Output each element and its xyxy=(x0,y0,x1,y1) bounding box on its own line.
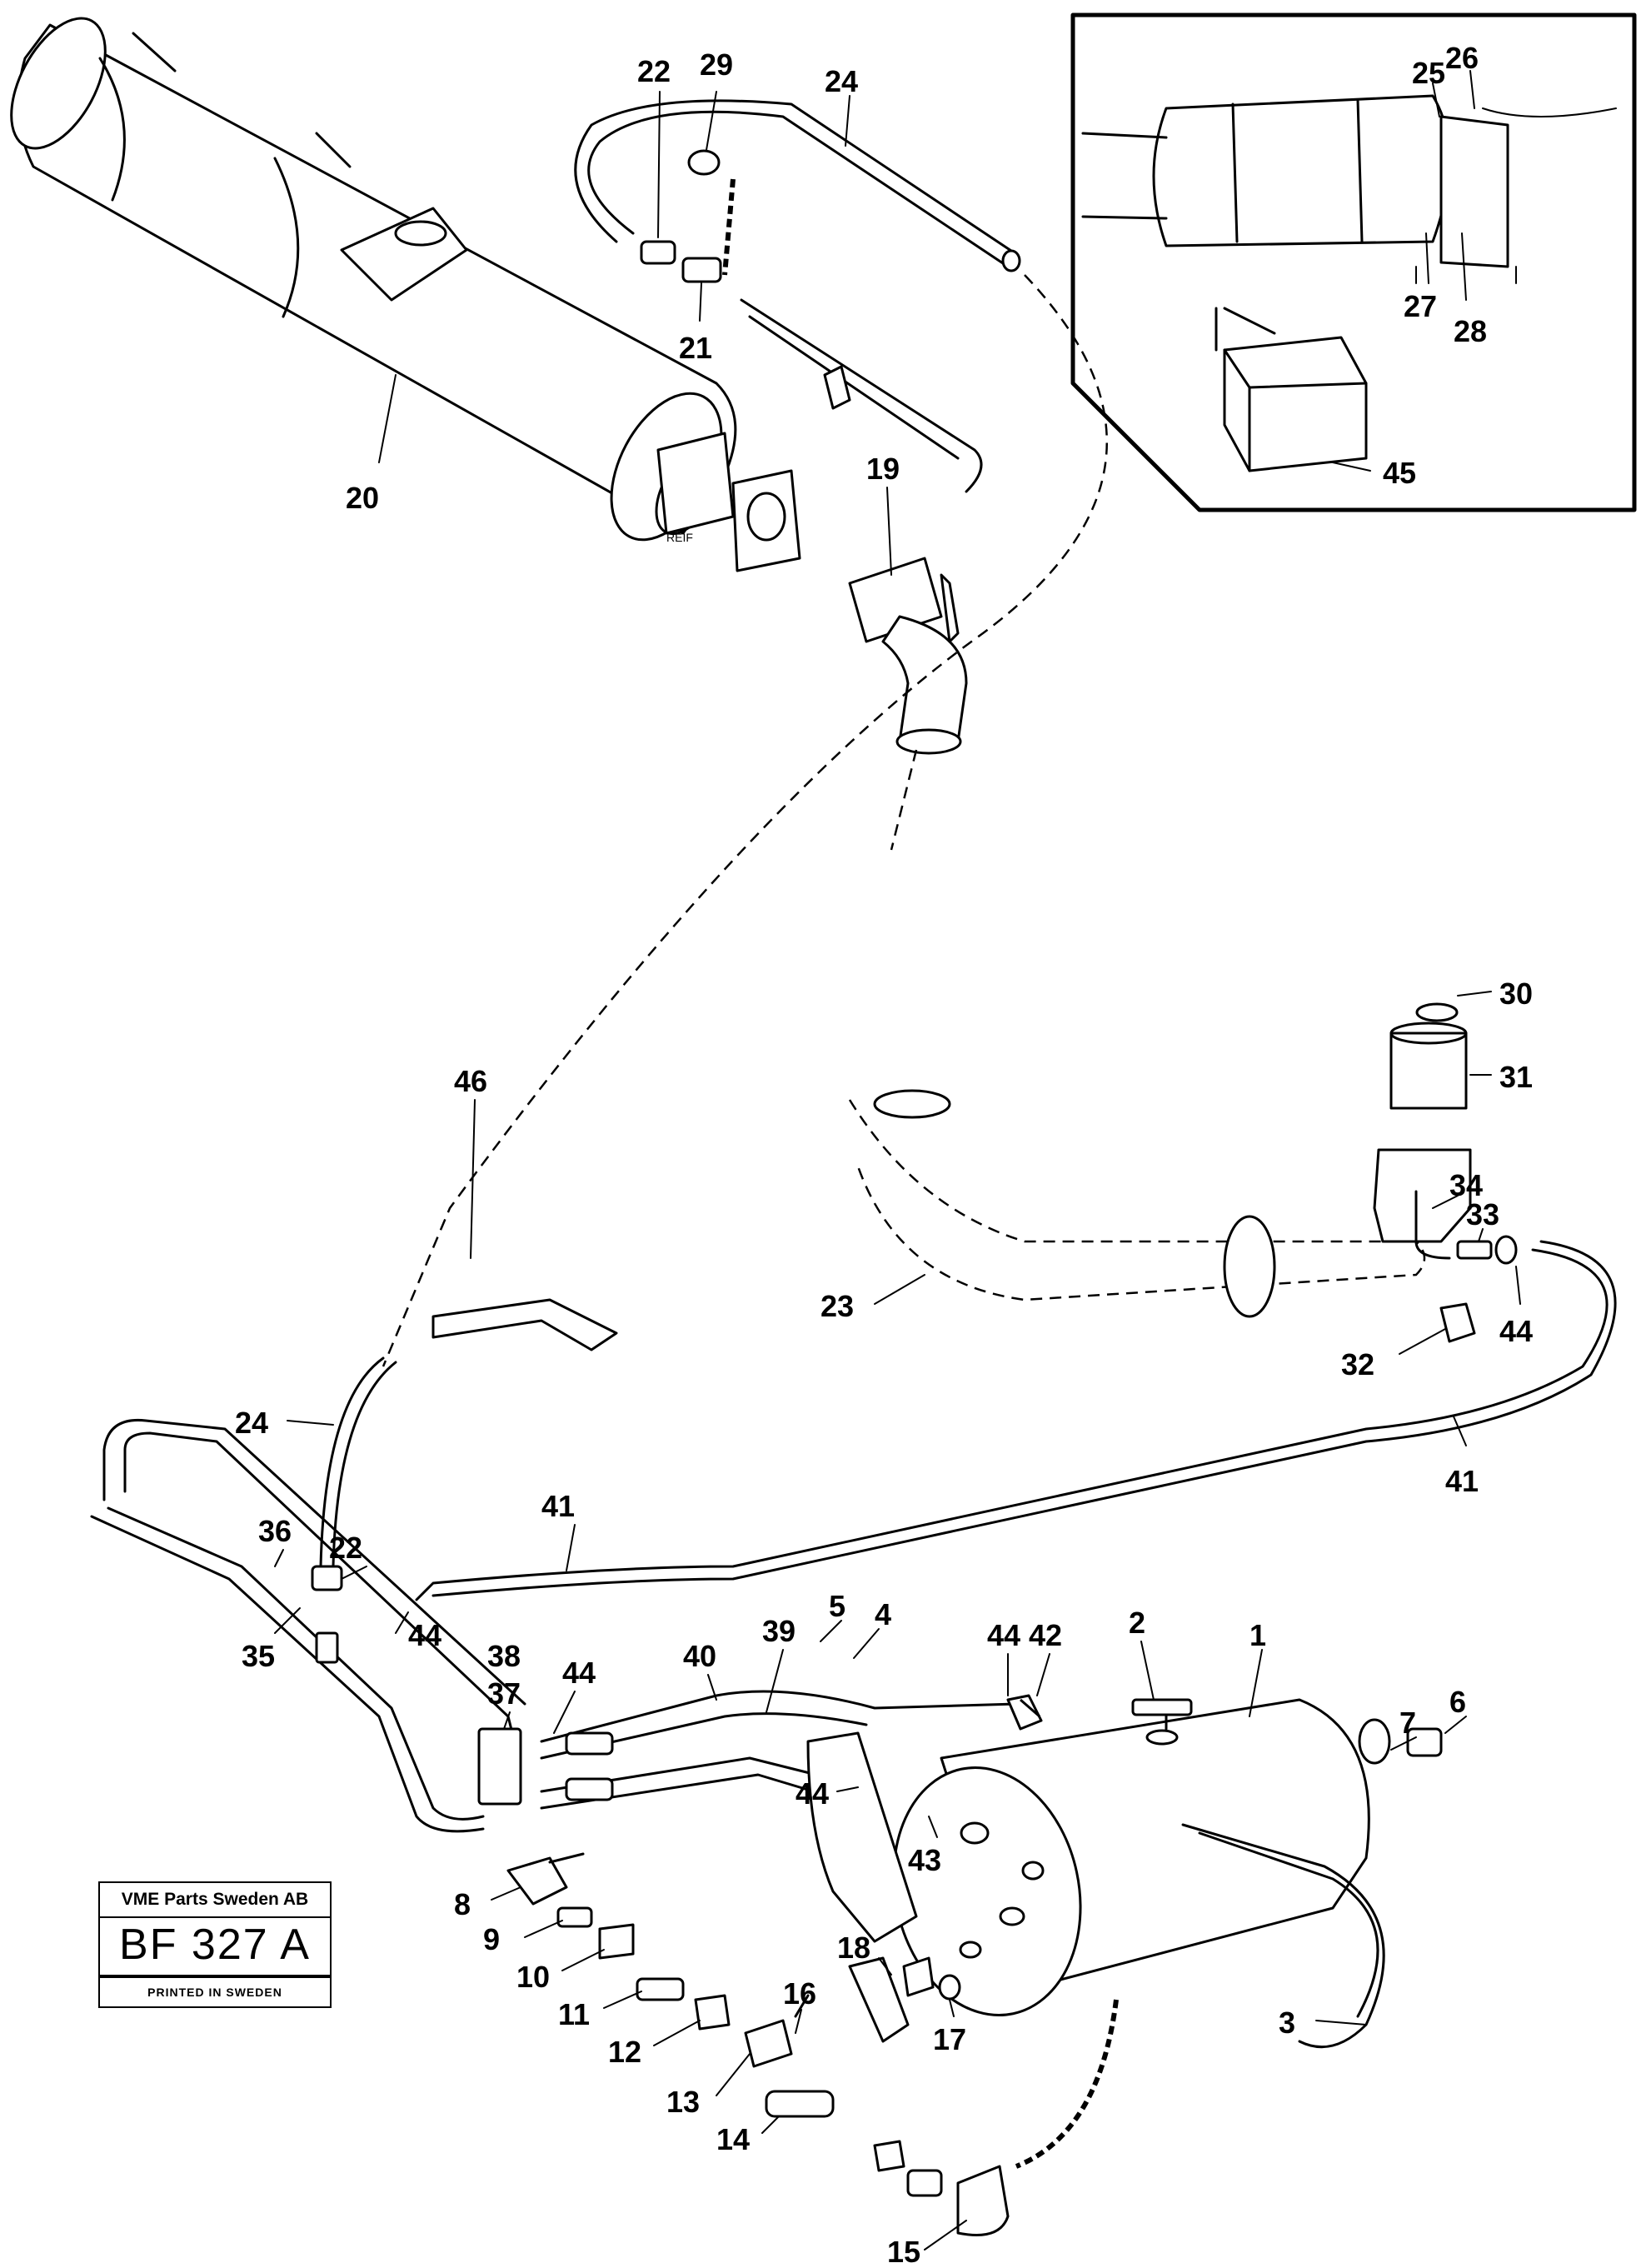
callout-9: 9 xyxy=(483,1922,500,1956)
callout-25: 25 xyxy=(1412,56,1445,90)
callout-12a: 12 xyxy=(608,2035,641,2069)
callout-46: 46 xyxy=(454,1064,487,1098)
callout-22b: 22 xyxy=(329,1531,362,1565)
drain-assembly xyxy=(506,1852,1119,2236)
fuel-tank-1 xyxy=(806,1694,1443,2049)
callout-44a: 44 xyxy=(987,1618,1020,1652)
callout-43: 43 xyxy=(908,1843,941,1877)
callout-6: 6 xyxy=(1449,1685,1466,1719)
callout-3: 3 xyxy=(1279,2006,1295,2040)
callout-7: 7 xyxy=(1399,1706,1416,1740)
fuel-pipe-41 xyxy=(415,1240,1617,1601)
stamp-company: VME Parts Sweden AB xyxy=(98,1881,332,1918)
pipe-46 xyxy=(431,1298,618,1351)
callout-5: 5 xyxy=(829,1589,845,1623)
callout-39: 39 xyxy=(762,1614,796,1648)
callout-24a: 24 xyxy=(825,64,858,98)
callout-18: 18 xyxy=(837,1931,870,1965)
muffler-marking: REIF xyxy=(666,531,693,544)
filler-neck-assembly xyxy=(848,1002,1518,1343)
stamp-printed: PRINTED IN SWEDEN xyxy=(98,1976,332,2008)
callout-27: 27 xyxy=(1404,289,1437,323)
fuel-pipe-24-upper xyxy=(574,99,1021,493)
callout-20: 20 xyxy=(346,481,379,515)
callout-34: 34 xyxy=(1449,1168,1483,1202)
callout-14: 14 xyxy=(716,2122,750,2156)
callout-23: 23 xyxy=(821,1289,854,1323)
pipe-route-dashed xyxy=(382,274,1108,1367)
callout-38: 38 xyxy=(487,1639,521,1673)
callout-33: 33 xyxy=(1466,1197,1499,1231)
callout-22a: 22 xyxy=(637,54,671,88)
fittings-upper xyxy=(640,149,736,283)
callout-30: 30 xyxy=(1499,977,1533,1011)
callout-40: 40 xyxy=(683,1639,716,1673)
callout-28: 28 xyxy=(1454,314,1487,348)
callout-37: 37 xyxy=(487,1676,521,1711)
callout-29: 29 xyxy=(700,47,733,82)
callout-15: 15 xyxy=(887,2235,920,2268)
pipe-route-dashed-2 xyxy=(890,749,918,851)
callout-17: 17 xyxy=(933,2022,966,2056)
frame-pipes-35-36 xyxy=(90,1418,526,1833)
callout-36: 36 xyxy=(258,1514,292,1548)
exhaust-flange-19 xyxy=(848,557,968,755)
callout-11a: 11 xyxy=(558,1997,590,2031)
callout-10: 10 xyxy=(516,1960,550,1994)
callout-42: 42 xyxy=(1029,1618,1062,1652)
callout-19: 19 xyxy=(866,452,900,486)
callout-2: 2 xyxy=(1129,1606,1145,1640)
callout-44e: 44 xyxy=(1499,1314,1533,1348)
fuel-pipe-24-lower xyxy=(311,1356,397,1591)
callout-layer: 1 2 3 4 5 6 7 8 9 10 11 12 13 14 15 16 1… xyxy=(235,41,1533,2268)
callout-13: 13 xyxy=(666,2085,700,2119)
callout-41b: 41 xyxy=(541,1489,575,1523)
inset-detail-box xyxy=(1070,12,1637,512)
outlet-gaskets xyxy=(656,432,801,572)
callout-4: 4 xyxy=(875,1597,891,1631)
callout-35: 35 xyxy=(242,1639,275,1673)
callout-21: 21 xyxy=(679,331,712,365)
callout-8: 8 xyxy=(454,1887,471,1921)
callout-26: 26 xyxy=(1445,41,1479,75)
callout-44b: 44 xyxy=(796,1776,829,1811)
callout-44d: 44 xyxy=(408,1618,441,1652)
callout-32: 32 xyxy=(1341,1347,1374,1381)
callout-24b: 24 xyxy=(235,1406,268,1440)
callout-1: 1 xyxy=(1249,1618,1266,1652)
callout-16: 16 xyxy=(783,1976,816,2011)
stamp-code: BF 327 A xyxy=(98,1915,332,1976)
callout-45: 45 xyxy=(1383,456,1416,490)
drawing-stamp: VME Parts Sweden AB BF 327 A PRINTED IN … xyxy=(98,1881,332,2008)
callout-41a: 41 xyxy=(1445,1464,1479,1498)
callout-31: 31 xyxy=(1499,1060,1533,1094)
muffler-assembly: REIF xyxy=(10,17,737,544)
callout-44c: 44 xyxy=(562,1656,596,1690)
hoses-39-40 xyxy=(540,1690,1018,1810)
